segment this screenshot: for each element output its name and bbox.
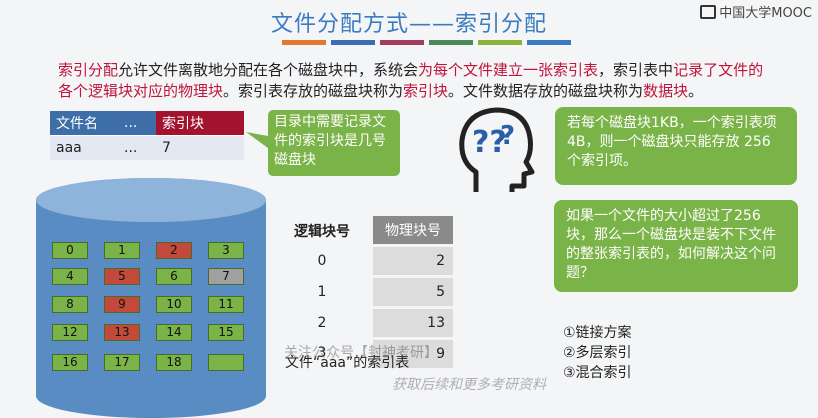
mooc-logo-text: 中国大学MOOC	[719, 2, 812, 21]
disk-block: 16	[52, 354, 88, 371]
dir-header-filename: 文件名	[50, 111, 118, 136]
disk-block: 13	[104, 324, 140, 341]
disk-block: 18	[156, 354, 192, 371]
disk-block: 2	[156, 242, 192, 259]
disk-block: 12	[52, 324, 88, 341]
disk-block: 11	[208, 296, 244, 313]
dir-cell-ellipsis: ...	[118, 136, 156, 161]
option-hybrid: ③混合索引	[563, 363, 632, 383]
title-color-bars	[282, 40, 571, 45]
dir-header-ellipsis: ...	[118, 111, 156, 136]
index-physical-cell: 2	[373, 246, 453, 277]
dir-cell-index-block: 7	[156, 136, 244, 161]
disk-block: 4	[52, 268, 88, 285]
disk-block: 0	[52, 242, 88, 259]
index-physical-cell: 13	[373, 308, 453, 339]
disk-top	[36, 178, 266, 222]
disk-block: 3	[208, 242, 244, 259]
option-linked: ①链接方案	[563, 323, 632, 343]
dir-cell-filename: aaa	[50, 136, 118, 161]
dir-header-index-block: 索引块	[156, 111, 244, 136]
option-multilevel: ②多层索引	[563, 343, 632, 363]
disk-block: 10	[156, 296, 192, 313]
disk-block	[208, 354, 244, 371]
disk-block: 5	[104, 268, 140, 285]
disk-block: 14	[156, 324, 192, 341]
thinking-head-icon: ?? ?	[456, 106, 536, 198]
index-header-physical: 物理块号	[373, 216, 453, 246]
index-header-logical: 逻辑块号	[290, 216, 373, 246]
directory-table: 文件名 ... 索引块 aaa ... 7	[50, 111, 244, 160]
mooc-logo: 中国大学MOOC	[700, 2, 812, 21]
index-logical-cell: 2	[290, 308, 373, 339]
dir-callout-text: 目录中需要记录文件的索引块是几号磁盘块	[268, 110, 398, 173]
index-physical-cell: 5	[373, 277, 453, 308]
index-logical-cell: 0	[290, 246, 373, 277]
disk-block: 9	[104, 296, 140, 313]
mooc-logo-icon	[700, 5, 716, 19]
disk-block: 7	[208, 268, 244, 285]
solution-options: ①链接方案 ②多层索引 ③混合索引	[563, 323, 632, 383]
watermark-text: 关注公众号【封神考研】	[284, 342, 438, 362]
slide-title: 文件分配方式——索引分配	[0, 6, 818, 38]
watermark-text-2: 获取后续和更多考研资料	[392, 374, 546, 394]
bubble-block-capacity: 若每个磁盘块1KB，一个索引表项4B，则一个磁盘块只能存放 256 个索引项。	[555, 107, 797, 185]
disk-block: 1	[104, 242, 140, 259]
disk-block: 15	[208, 324, 244, 341]
disk-block: 6	[156, 268, 192, 285]
disk-block: 17	[104, 354, 140, 371]
bubble-question: 如果一个文件的大小超过了256块，那么一个磁盘块是装不下文件的整张索引表的，如何…	[554, 200, 798, 292]
intro-paragraph: 索引分配允许文件离散地分配在各个磁盘块中，系统会为每个文件建立一张索引表，索引表…	[58, 60, 778, 102]
disk-block: 8	[52, 296, 88, 313]
index-logical-cell: 1	[290, 277, 373, 308]
svg-text:?: ?	[500, 121, 515, 151]
